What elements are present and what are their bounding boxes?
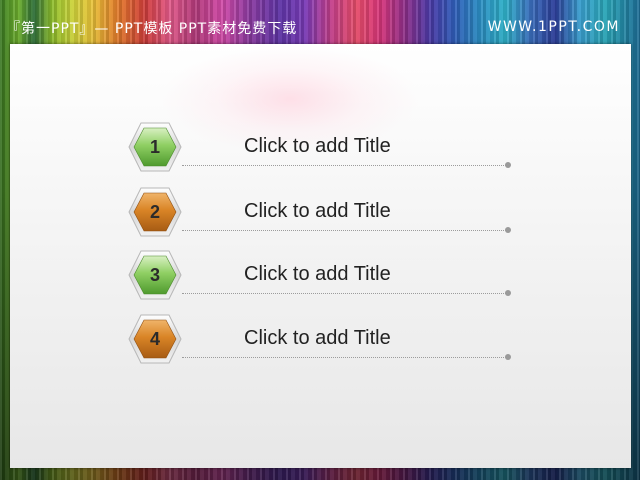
slide-canvas: 1 Click to add Title 2 Click to add Titl… — [10, 44, 631, 468]
list-item: 2 Click to add Title — [10, 187, 631, 247]
hexagon-badge-icon — [128, 187, 182, 237]
item-title[interactable]: Click to add Title — [244, 263, 391, 285]
header-website-link[interactable]: WWW.1PPT.COM — [487, 19, 620, 35]
item-number: 4 — [149, 329, 160, 349]
item-number: 1 — [149, 137, 160, 157]
list-item: 4 Click to add Title — [10, 314, 631, 374]
divider-endpoint-dot — [505, 162, 511, 168]
list-item: 3 Click to add Title — [10, 250, 631, 310]
dotted-divider — [182, 357, 508, 358]
dotted-divider — [182, 230, 508, 231]
divider-endpoint-dot — [505, 290, 511, 296]
divider-endpoint-dot — [505, 227, 511, 233]
divider-endpoint-dot — [505, 354, 511, 360]
item-title[interactable]: Click to add Title — [244, 327, 391, 349]
hexagon-badge-icon — [128, 250, 182, 300]
hexagon-badge-icon — [128, 122, 182, 172]
dotted-divider — [182, 293, 508, 294]
item-title[interactable]: Click to add Title — [244, 135, 391, 157]
item-number: 3 — [149, 265, 160, 285]
list-item: 1 Click to add Title — [10, 122, 631, 182]
hexagon-badge-icon — [128, 314, 182, 364]
item-title[interactable]: Click to add Title — [244, 200, 391, 222]
header-brand-text[interactable]: 『第一PPT』— PPT模板 PPT素材免费下载 — [6, 21, 298, 37]
dotted-divider — [182, 165, 508, 166]
item-number: 2 — [149, 202, 160, 222]
